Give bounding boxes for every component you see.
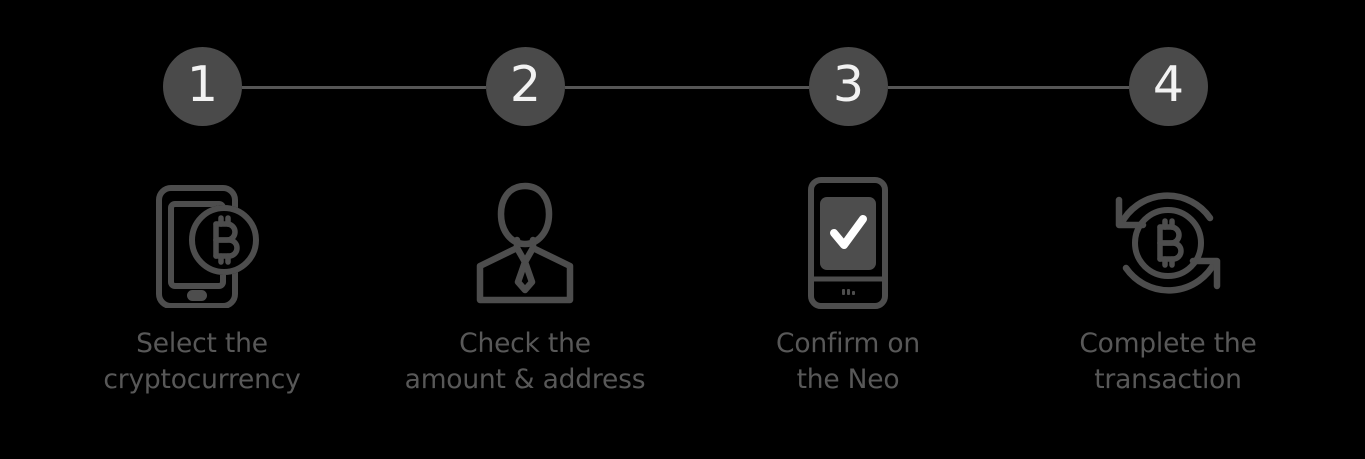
step-card-2-label: Check the amount & address bbox=[404, 328, 646, 395]
step-card-1-icon-wrap bbox=[142, 175, 262, 310]
progress-connector-1-2 bbox=[242, 86, 486, 89]
progress-connector-3-4 bbox=[888, 86, 1129, 89]
step-circle-2[interactable]: 2 bbox=[486, 47, 565, 126]
step-number-4: 4 bbox=[1152, 56, 1185, 113]
step-circle-4[interactable]: 4 bbox=[1129, 47, 1208, 126]
step-card-2: Check the amount & address bbox=[360, 175, 690, 398]
step-card-1-label: Select the cryptocurrency bbox=[103, 328, 301, 395]
step-card-3-label: Confirm on the Neo bbox=[776, 328, 920, 395]
step-circle-1[interactable]: 1 bbox=[163, 47, 242, 126]
step-circle-3[interactable]: 3 bbox=[809, 47, 888, 126]
step-card-4-icon-wrap bbox=[1105, 175, 1231, 310]
step-number-1: 1 bbox=[186, 56, 219, 113]
bitcoin-exchange-arrows-icon bbox=[1115, 191, 1221, 294]
person-suit-icon bbox=[476, 182, 574, 303]
check-icon bbox=[830, 214, 867, 249]
step-number-2: 2 bbox=[509, 56, 542, 113]
refresh-arrows bbox=[1115, 191, 1221, 294]
step-card-4: Complete the transaction bbox=[1003, 175, 1333, 398]
progress-indicator: 1 2 3 4 bbox=[0, 0, 1365, 175]
step-number-3: 3 bbox=[832, 56, 865, 113]
bitcoin-badge bbox=[189, 204, 259, 275]
progress-connector-2-3 bbox=[565, 86, 809, 89]
bitcoin-symbol bbox=[1132, 206, 1204, 279]
step-card-3-icon-wrap bbox=[798, 175, 898, 310]
step-card-2-icon-wrap bbox=[470, 175, 580, 310]
phone-bitcoin-icon bbox=[156, 184, 259, 308]
step-cards: Select the cryptocurrency Check the amou… bbox=[0, 175, 1365, 459]
step-card-1: Select the cryptocurrency bbox=[37, 175, 367, 398]
hardware-wallet-check-icon bbox=[808, 176, 888, 309]
step-card-3: Confirm on the Neo bbox=[683, 175, 1013, 398]
step-card-4-label: Complete the transaction bbox=[1079, 328, 1257, 395]
device-brand-mark bbox=[842, 288, 855, 295]
